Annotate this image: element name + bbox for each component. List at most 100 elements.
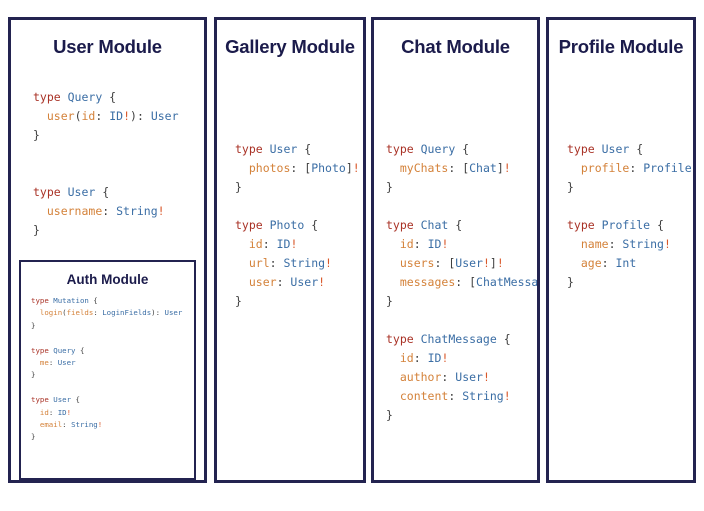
code-token: !	[503, 389, 511, 403]
code-line: user: User!	[235, 273, 360, 292]
code-token	[235, 256, 249, 270]
code-token: Query	[53, 345, 76, 355]
code-line: }	[33, 126, 179, 145]
code-line	[567, 197, 693, 216]
code-token: ChatMessage	[420, 332, 497, 346]
module-title: Auth Module	[66, 272, 149, 287]
schema-code: type User { profile: Profile!} type Prof…	[567, 140, 693, 292]
code-token: id	[399, 351, 414, 365]
code-line: type Photo {	[235, 216, 360, 235]
code-token: !	[325, 256, 332, 270]
code-token: }	[386, 180, 393, 194]
code-token: {	[304, 218, 319, 232]
code-token: :	[48, 407, 58, 417]
code-line: id: ID!	[386, 235, 537, 254]
code-token: :	[290, 161, 305, 175]
code-token: ]	[496, 161, 504, 175]
code-token	[235, 275, 249, 289]
code-line: login(fields: LoginFields): User	[31, 307, 194, 319]
code-line: type Profile {	[567, 216, 693, 235]
code-token: :	[136, 109, 151, 123]
code-line: id: ID!	[386, 349, 537, 368]
code-token	[386, 389, 400, 403]
code-token: :	[434, 256, 449, 270]
code-token: !	[123, 109, 131, 123]
code-token: :	[413, 237, 428, 251]
code-token: ID	[109, 109, 124, 123]
code-token: id	[399, 237, 414, 251]
code-token: Int	[615, 256, 637, 270]
code-line: type Query {	[33, 88, 179, 107]
code-token: }	[386, 408, 393, 422]
module-card-auth[interactable]: Auth Module type Mutation { login(fields…	[19, 260, 196, 480]
code-line: type Query {	[31, 345, 194, 357]
code-token: User	[290, 275, 319, 289]
code-token	[386, 256, 400, 270]
code-token: type	[386, 218, 421, 232]
code-token: {	[629, 142, 644, 156]
code-line: type User {	[31, 394, 194, 406]
code-token: :	[629, 161, 644, 175]
code-token: type	[31, 296, 54, 305]
code-token: fields	[66, 308, 94, 318]
code-token: type	[567, 218, 602, 232]
code-token: !	[663, 237, 671, 251]
code-token: }	[31, 370, 36, 380]
code-token: :	[448, 161, 463, 175]
code-token: }	[567, 275, 574, 289]
code-token: type	[31, 345, 54, 355]
module-card-user[interactable]: User Module type Query { user(id: ID!): …	[8, 17, 207, 483]
code-line: user(id: ID!): User	[33, 107, 179, 126]
code-line: messages: [ChatMessage]!	[386, 273, 537, 292]
code-token: String	[622, 237, 664, 251]
code-token: }	[386, 294, 393, 308]
code-token: type	[235, 218, 270, 232]
code-token: id	[248, 237, 263, 251]
module-card-chat[interactable]: Chat Module type Query { myChats: [Chat]…	[371, 17, 540, 483]
code-token: }	[31, 320, 36, 330]
code-token	[235, 237, 249, 251]
code-token: [	[469, 275, 477, 289]
code-token	[386, 161, 400, 175]
code-line: me: User	[31, 357, 194, 369]
code-token: }	[567, 180, 574, 194]
code-token: user	[46, 109, 75, 123]
code-line: photos: [Photo]!	[235, 159, 360, 178]
code-token: id	[81, 109, 96, 123]
code-token: :	[413, 351, 428, 365]
code-line: users: [User!]!	[386, 254, 537, 273]
code-token: ID	[427, 351, 442, 365]
code-token: Photo	[269, 218, 305, 232]
code-line: url: String!	[235, 254, 360, 273]
code-line: username: String!	[33, 202, 179, 221]
code-token	[33, 109, 47, 123]
code-token: }	[33, 223, 40, 237]
code-token: type	[31, 395, 54, 405]
code-token: :	[102, 204, 117, 218]
code-token: }	[235, 180, 242, 194]
code-token: Chat	[420, 218, 449, 232]
code-line: type Chat {	[386, 216, 537, 235]
code-line	[31, 332, 194, 344]
code-line: type User {	[567, 140, 693, 159]
code-line: }	[31, 369, 194, 381]
code-line: }	[235, 292, 360, 311]
module-card-gallery[interactable]: Gallery Module type User { photos: [Phot…	[214, 17, 366, 483]
code-token: name	[580, 237, 609, 251]
code-token: {	[297, 142, 312, 156]
code-line: type User {	[235, 140, 360, 159]
code-token	[567, 256, 581, 270]
code-token: photos	[248, 161, 291, 175]
code-token: }	[33, 128, 40, 142]
code-line: id: ID!	[235, 235, 360, 254]
code-token: User	[164, 308, 183, 318]
code-line: author: User!	[386, 368, 537, 387]
module-card-profile[interactable]: Profile Module type User { profile: Prof…	[546, 17, 696, 483]
code-line: }	[31, 320, 194, 332]
code-token: (	[62, 308, 67, 318]
code-token: String	[462, 389, 504, 403]
code-line	[33, 145, 179, 164]
code-line: age: Int	[567, 254, 693, 273]
code-token: !	[97, 420, 103, 430]
code-token	[31, 308, 40, 317]
